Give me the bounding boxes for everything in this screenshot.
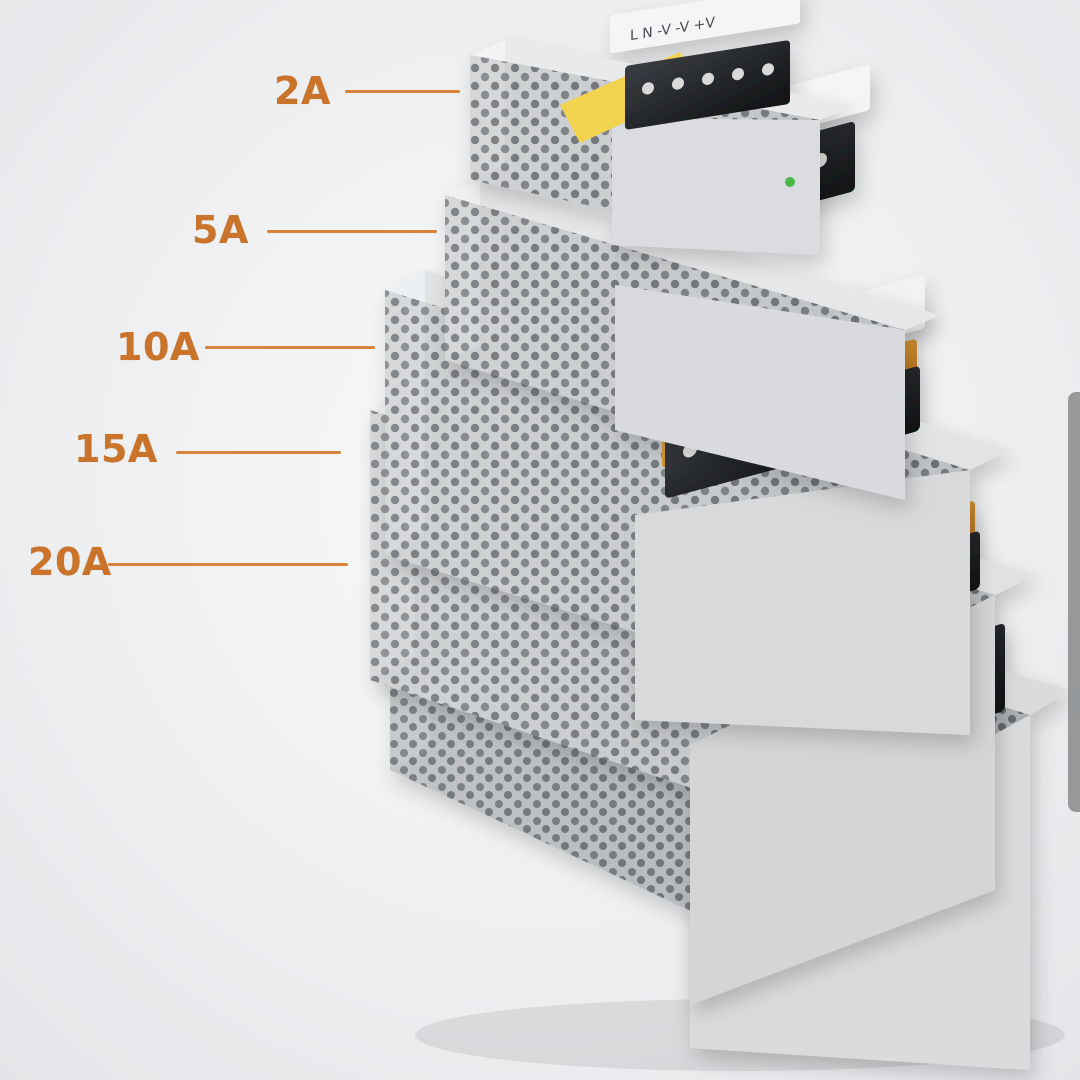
leader-line-2a bbox=[345, 90, 460, 93]
label-20a: 20A bbox=[28, 540, 112, 584]
power-supply-2a: L N -V -V +V bbox=[470, 0, 855, 255]
right-edge-scroll-handle[interactable] bbox=[1068, 392, 1080, 812]
label-15a: 15A bbox=[74, 427, 158, 471]
leader-line-15a bbox=[176, 451, 341, 454]
leader-line-10a bbox=[205, 346, 375, 349]
leader-line-20a bbox=[108, 563, 348, 566]
label-2a: 2A bbox=[274, 69, 331, 113]
label-5a: 5A bbox=[192, 208, 249, 252]
label-10a: 10A bbox=[116, 325, 200, 369]
leader-line-5a bbox=[267, 230, 437, 233]
